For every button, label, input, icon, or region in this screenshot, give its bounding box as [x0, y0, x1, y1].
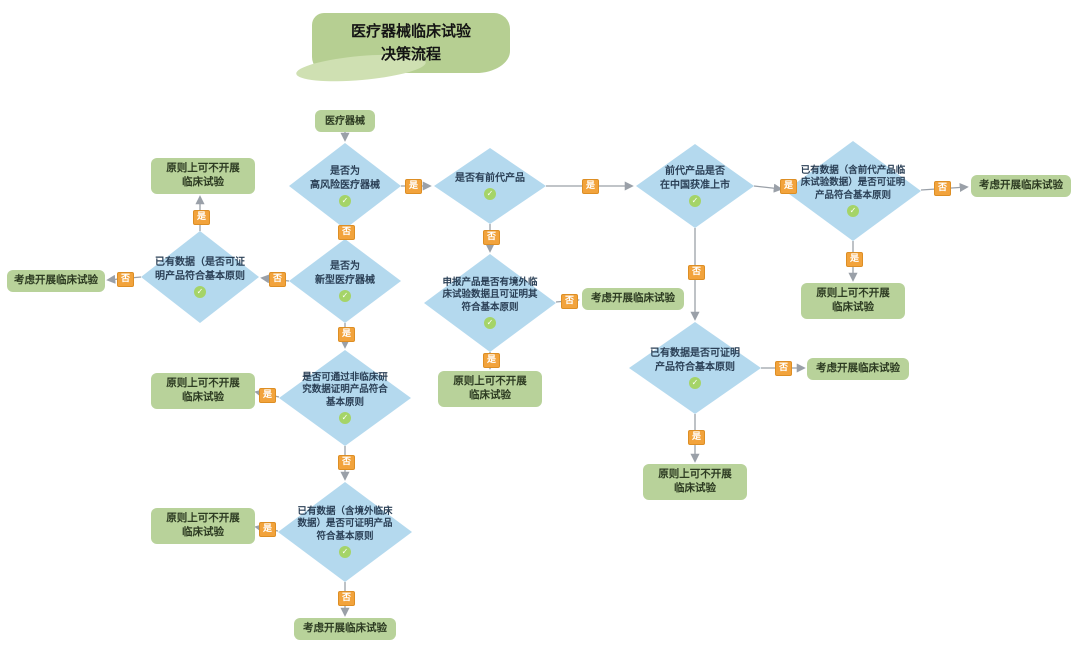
- decision-overseas-trial-data: 申报产品是否有境外临 床试验数据且可证明其 符合基本原则 ✓: [424, 254, 556, 352]
- check-icon: ✓: [339, 546, 351, 559]
- flowchart-title: 医疗器械临床试验 决策流程: [312, 13, 510, 73]
- check-icon: ✓: [339, 412, 351, 425]
- check-icon: ✓: [689, 376, 701, 389]
- label-yes-dataexist-notrial: 是: [193, 210, 211, 225]
- decision-label: 前代产品是否 在中国获准上市: [660, 166, 730, 191]
- decision-high-risk: 是否为 高风险医疗器械 ✓: [289, 143, 401, 229]
- decision-data-with-predicate-proves: 已有数据（含前代产品临 床试验数据）是否可证明 产品符合基本原则 ✓: [785, 141, 921, 241]
- label-yes-predicate-approved: 是: [582, 179, 600, 194]
- label-yes-dataprove-notrial: 是: [688, 430, 706, 445]
- check-icon: ✓: [339, 289, 351, 302]
- label-no-dataprove-consider: 否: [775, 361, 793, 376]
- decision-label: 是否可通过非临床研 究数据证明产品符合 基本原则: [302, 371, 388, 408]
- label-no-highrisk-novel: 否: [338, 225, 356, 240]
- decision-label: 申报产品是否有境外临 床试验数据且可证明其 符合基本原则: [442, 276, 538, 313]
- check-icon: ✓: [484, 188, 496, 201]
- start-node-medical-device: 医疗器械: [315, 110, 375, 132]
- outcome-no-trial-bottomleft: 原则上可不开展 临床试验: [151, 508, 255, 544]
- check-icon: ✓: [689, 194, 701, 207]
- check-icon: ✓: [847, 205, 859, 218]
- outcome-no-trial-topleft: 原则上可不开展 临床试验: [151, 158, 255, 194]
- outcome-consider-trial-bottom: 考虑开展临床试验: [294, 618, 396, 640]
- decision-existing-data-proves-right: 已有数据是否可证明 产品符合基本原则 ✓: [629, 322, 761, 414]
- label-no-datapredicate-consider: 否: [934, 181, 952, 196]
- check-icon: ✓: [484, 317, 496, 330]
- label-yes-datapredicate-notrial: 是: [846, 252, 864, 267]
- label-yes-dataoverseas-notrial: 是: [259, 522, 277, 537]
- outcome-no-trial-center: 原则上可不开展 临床试验: [438, 371, 542, 407]
- outcome-consider-trial-center: 考虑开展临床试验: [582, 288, 684, 310]
- label-no-novel-dataexist: 否: [269, 272, 287, 287]
- decision-predicate-approved-china: 前代产品是否 在中国获准上市 ✓: [636, 144, 754, 228]
- label-yes-approved-datapredicate: 是: [780, 179, 798, 194]
- outcome-no-trial-right: 原则上可不开展 临床试验: [801, 283, 905, 319]
- edge-approvedchina-to-datapredicate: [753, 183, 783, 193]
- decision-has-predicate: 是否有前代产品 ✓: [434, 148, 546, 224]
- check-icon: ✓: [194, 285, 206, 298]
- outcome-no-trial-bottomright: 原则上可不开展 临床试验: [643, 464, 747, 500]
- outcome-consider-trial-topright: 考虑开展临床试验: [971, 175, 1071, 197]
- decision-existing-data-proves: 已有数据（是否可证 明产品符合基本原则 ✓: [141, 231, 259, 323]
- outcome-no-trial-midleft: 原则上可不开展 临床试验: [151, 373, 255, 409]
- label-no-dataexist-consider: 否: [117, 272, 135, 287]
- label-yes-overseas-notrial: 是: [483, 353, 501, 368]
- label-no-approved-dataprove: 否: [688, 265, 706, 280]
- decision-novel-device: 是否为 新型医疗器械 ✓: [289, 239, 401, 323]
- decision-nonclinical-data-proves: 是否可通过非临床研 究数据证明产品符合 基本原则 ✓: [279, 350, 411, 446]
- decision-data-with-overseas-proves: 已有数据（含境外临床 数据）是否可证明产品 符合基本原则 ✓: [278, 482, 412, 582]
- label-yes-highrisk-predicate: 是: [405, 179, 423, 194]
- label-yes-novel-nonclinical: 是: [338, 327, 356, 342]
- decision-label: 已有数据（是否可证 明产品符合基本原则: [155, 257, 245, 282]
- label-no-nonclinical-dataoverseas: 否: [338, 455, 356, 470]
- decision-label: 是否为 高风险医疗器械: [310, 166, 380, 191]
- label-no-predicate-overseas: 否: [483, 230, 501, 245]
- check-icon: ✓: [339, 194, 351, 207]
- outcome-consider-trial-midright: 考虑开展临床试验: [807, 358, 909, 380]
- decision-label: 是否有前代产品: [455, 172, 525, 184]
- decision-label: 已有数据（含前代产品临 床试验数据）是否可证明 产品符合基本原则: [800, 164, 906, 201]
- decision-label: 是否为 新型医疗器械: [315, 261, 375, 286]
- label-no-overseas-consider: 否: [561, 294, 579, 309]
- decision-label: 已有数据是否可证明 产品符合基本原则: [650, 348, 740, 373]
- decision-label: 已有数据（含境外临床 数据）是否可证明产品 符合基本原则: [297, 505, 393, 542]
- label-no-dataoverseas-consider: 否: [338, 591, 356, 606]
- label-yes-nonclinical-notrial: 是: [259, 388, 277, 403]
- outcome-consider-trial-left: 考虑开展临床试验: [7, 270, 105, 292]
